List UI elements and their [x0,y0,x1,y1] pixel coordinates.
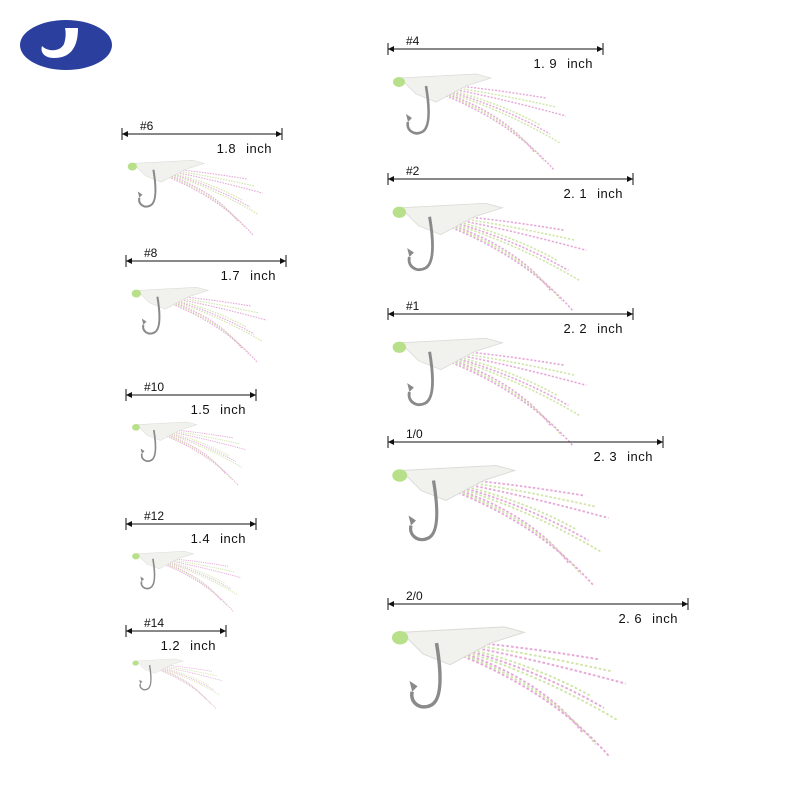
lure-length-label: 2. 1 inch [563,187,623,200]
lure-length-label: 1.5 inch [191,403,246,416]
lure-illustration [125,625,227,710]
dimension-arrow [121,128,283,140]
lure-length-unit: inch [250,268,276,283]
lure-length-unit: inch [220,402,246,417]
dimension-arrow [125,518,257,530]
lure-size-10: #10 1.5 inch [124,380,264,486]
lure-illustration [387,43,604,171]
lure-body [132,421,247,486]
lure-length-label: 1.7 inch [221,269,276,282]
lure-head-icon [391,630,409,645]
lure-length-unit: inch [567,56,593,71]
dimension-arrow [387,43,604,55]
lure-body [392,202,587,312]
lure-illustration [387,173,634,312]
lure-length-unit: inch [627,449,653,464]
lure-size-14: #14 1.2 inch [124,616,234,710]
lure-length-value: 2. 3 [593,449,618,464]
lure-length-unit: inch [190,638,216,653]
dimension-arrow [125,255,287,267]
dimension-arrow [125,625,227,637]
lure-head-icon [132,660,139,666]
lure-illustration [125,389,257,486]
lure-size-label: #4 [406,34,420,48]
lure-size-label: #8 [144,246,158,260]
lure-head-icon [392,341,407,353]
lure-size-label: 2/0 [406,589,423,603]
lure-size-2-0: 2/0 2. 6 inch [386,590,696,790]
lure-size-label: #6 [140,119,154,133]
lure-length-value: 1. 9 [533,56,558,71]
brand-logo [18,18,114,72]
lure-size-2: #2 2. 1 inch [386,165,641,315]
lure-body [392,337,587,447]
lure-length-unit: inch [246,141,272,156]
dimension-arrow [387,308,634,320]
lure-size-8: #8 1.7 inch [124,246,294,363]
brand-logo-icon [20,20,112,70]
lure-size-label: 1/0 [406,427,423,441]
lure-body [392,464,609,587]
lure-length-unit: inch [597,186,623,201]
lure-head-icon [131,289,142,298]
lure-head-icon [392,469,408,482]
lure-length-unit: inch [652,611,678,626]
lure-length-label: 1.2 inch [161,639,216,652]
lure-head-icon [132,424,140,431]
lure-illustration [387,598,689,758]
lure-length-value: 1.2 [160,638,181,653]
lure-length-label: 1.8 inch [217,142,272,155]
lure-illustration [121,128,283,236]
lure-illustration [387,308,634,447]
lure-illustration [125,255,287,363]
lure-illustration [387,436,664,587]
lure-length-value: 2. 6 [618,611,643,626]
lure-length-value: 2. 2 [563,321,588,336]
lure-length-value: 2. 1 [563,186,588,201]
lure-length-value: 1.8 [216,141,237,156]
lure-size-4: #4 1. 9 inch [386,35,611,175]
lure-length-label: 2. 6 inch [618,612,678,625]
lure-size-label: #1 [406,299,420,313]
lure-length-value: 1.5 [190,402,211,417]
lure-size-label: #14 [144,616,165,630]
lure-length-label: 1.4 inch [191,532,246,545]
dimension-arrow [387,436,664,448]
lure-body [132,658,223,710]
lure-length-unit: inch [220,531,246,546]
lure-body [127,160,263,236]
dimension-arrow [387,598,689,610]
dimension-arrow [387,173,634,185]
lure-body [132,550,242,612]
lure-body [391,626,626,758]
lure-head-icon [393,77,405,87]
lure-head-icon [127,162,138,171]
lure-size-label: #2 [406,164,420,178]
lure-size-1-0: 1/0 2. 3 inch [386,428,671,603]
dimension-arrow [125,389,257,401]
lure-body [393,73,567,171]
lure-length-label: 2. 2 inch [563,322,623,335]
lure-length-value: 1.7 [220,268,241,283]
lure-length-unit: inch [597,321,623,336]
lure-size-12: #12 1.4 inch [124,509,264,612]
lure-body [131,287,267,363]
lure-head-icon [132,553,140,560]
lure-illustration [125,518,257,612]
lure-size-1: #1 2. 2 inch [386,300,641,450]
lure-size-label: #12 [144,509,165,523]
lure-head-icon [392,206,407,218]
lure-size-label: #10 [144,380,165,394]
lure-length-label: 2. 3 inch [593,450,653,463]
lure-length-value: 1.4 [190,531,211,546]
lure-length-label: 1. 9 inch [533,57,593,70]
lure-size-6: #6 1.8 inch [120,119,290,236]
